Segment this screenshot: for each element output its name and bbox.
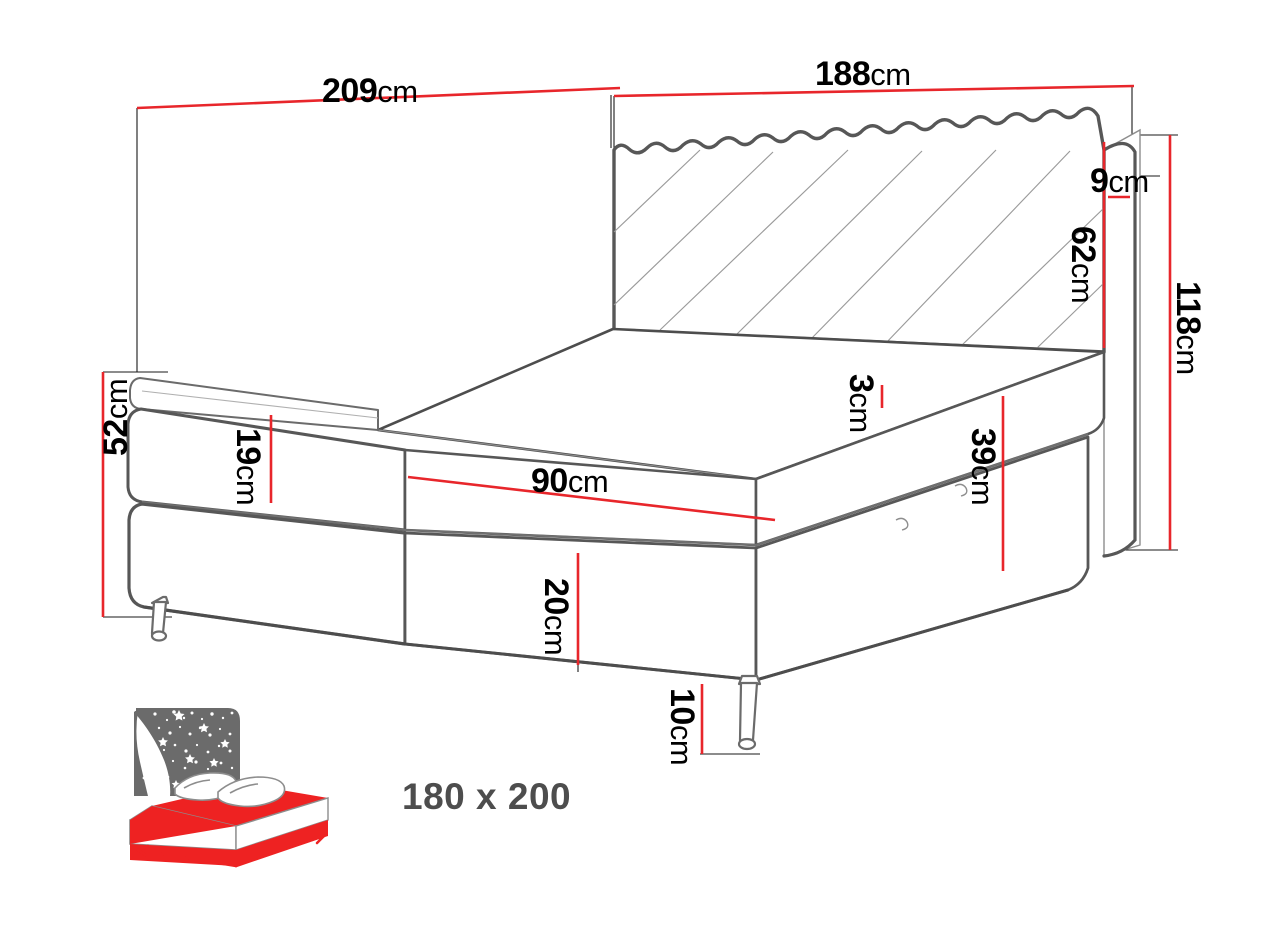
- dim-3-number: 3: [842, 374, 880, 393]
- dimension-label-90: 90cm: [531, 462, 609, 500]
- dimension-label-188: 188cm: [815, 57, 911, 91]
- upper-mattress-block: [126, 407, 407, 532]
- dimension-label-118: 118cm: [1169, 281, 1207, 375]
- dimline-90: [407, 475, 776, 522]
- dim-118-number: 118: [1169, 281, 1207, 335]
- headboard-quilting: [613, 149, 1105, 351]
- dimension-label-10: 10cm: [663, 688, 701, 766]
- dim-62-number: 62: [1064, 226, 1102, 263]
- dimension-lines-red: [101, 84, 1172, 754]
- headboard-right-edge: [1102, 141, 1137, 558]
- product-size-label: 180 x 200: [402, 776, 572, 817]
- dim-10-unit: cm: [664, 724, 699, 766]
- dim-3-unit: cm: [843, 392, 878, 433]
- dim-90-unit: cm: [567, 464, 609, 499]
- icon-pillows: [174, 772, 286, 808]
- dim-10-number: 10: [663, 688, 701, 725]
- dim-9-unit: cm: [1108, 164, 1149, 199]
- dim-62-unit: cm: [1065, 262, 1100, 304]
- topper-seam-line: [141, 390, 379, 419]
- dimension-label-209: 209cm: [322, 74, 418, 108]
- dimension-label-62: 62cm: [1064, 226, 1102, 304]
- headboard-front: [612, 106, 1106, 354]
- mattress-base-seam: [141, 433, 1089, 547]
- dim-9-number: 9: [1090, 162, 1109, 200]
- dim-118-unit: cm: [1170, 334, 1205, 375]
- base-box-button-detail: [895, 483, 968, 531]
- dim-90-number: 90: [531, 462, 568, 500]
- base-box-front: [403, 531, 758, 682]
- dimension-label-9: 9cm: [1090, 164, 1149, 198]
- bed-leg-center: [737, 674, 762, 751]
- mattress-product-icon: [129, 708, 329, 868]
- bed-leg-left: [150, 595, 170, 642]
- dimension-label-19: 19cm: [229, 428, 267, 506]
- dim-39-number: 39: [964, 428, 1002, 465]
- dimension-label-39: 39cm: [964, 428, 1002, 506]
- dim-209-number: 209: [322, 72, 378, 110]
- dim-52-unit: cm: [99, 378, 134, 420]
- dim-188-unit: cm: [870, 57, 911, 92]
- dim-39-unit: cm: [965, 464, 1000, 506]
- dimline-209: [136, 86, 621, 110]
- dim-20-number: 20: [537, 578, 575, 615]
- dim-188-number: 188: [815, 55, 871, 93]
- upper-mattress-right: [754, 350, 1106, 547]
- dim-52-number: 52: [97, 419, 135, 456]
- dim-19-unit: cm: [230, 464, 265, 506]
- base-box-bottom-edge: [142, 588, 1070, 682]
- dimension-label-52: 52cm: [97, 378, 135, 456]
- dimension-label-20: 20cm: [537, 578, 575, 656]
- dimension-label-3: 3cm: [842, 374, 880, 433]
- dim-19-number: 19: [229, 428, 267, 465]
- dimline-188: [613, 84, 1135, 98]
- dim-20-unit: cm: [538, 614, 573, 656]
- dim-209-unit: cm: [377, 74, 418, 109]
- icon-dimension-arrows: [136, 833, 326, 868]
